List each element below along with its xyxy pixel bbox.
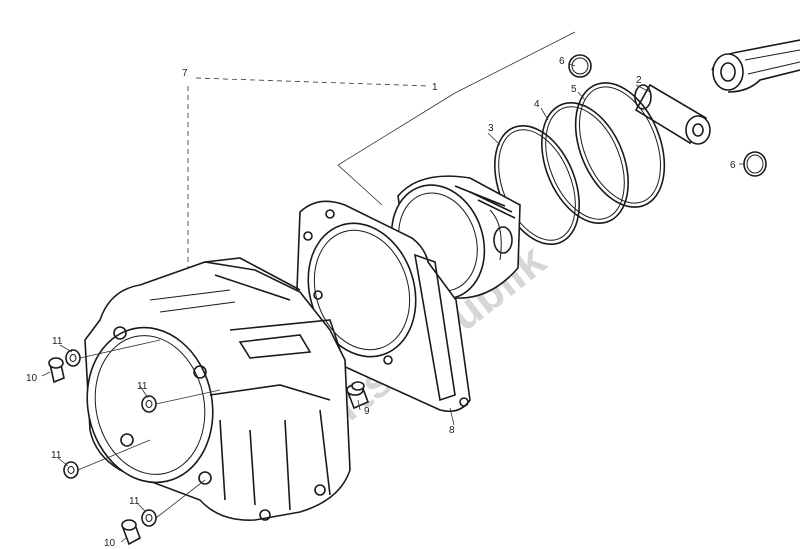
group-bracket-7 (187, 77, 431, 268)
dowel-pin (346, 381, 370, 410)
callout-5: 5 (571, 84, 577, 95)
leader-lines (41, 63, 745, 543)
connecting-rod (711, 39, 800, 93)
group-bracket-1 (337, 31, 576, 206)
callout-10-upper: 10 (26, 373, 38, 384)
callout-6-top: 6 (559, 56, 565, 67)
callout-7: 7 (182, 68, 188, 79)
callout-11-lower-left: 11 (51, 450, 62, 461)
circlip-right (743, 151, 767, 177)
callouts: 1 2 3 4 5 6 6 7 8 9 10 10 11 11 11 11 (26, 56, 736, 549)
callout-2: 2 (636, 75, 642, 86)
piston-ring-4 (541, 101, 629, 225)
callout-11-middle: 11 (137, 381, 148, 392)
piston-ring-5 (574, 82, 666, 208)
cylinder-block (84, 257, 351, 521)
callout-1: 1 (432, 82, 438, 93)
washer-lower-right (141, 509, 157, 527)
callout-11-lower-right: 11 (129, 496, 140, 507)
circlip-top (568, 54, 592, 78)
bushing-lower (121, 519, 141, 546)
callout-11-upper: 11 (52, 336, 63, 347)
callout-9: 9 (364, 406, 370, 417)
callout-4: 4 (534, 99, 540, 110)
callout-3: 3 (488, 123, 494, 134)
bushing-upper (48, 357, 65, 384)
piston-pin (634, 83, 711, 145)
washer-upper (65, 349, 81, 367)
callout-6-right: 6 (730, 160, 736, 171)
callout-8: 8 (449, 425, 455, 436)
callout-10-lower: 10 (104, 538, 116, 549)
